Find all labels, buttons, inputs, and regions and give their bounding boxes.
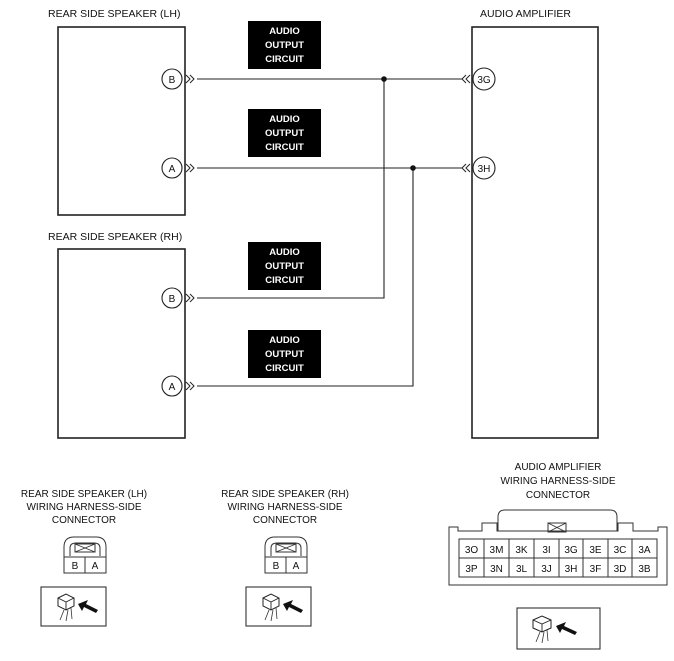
amp-connector-title-2: WIRING HARNESS-SIDE [500,476,615,487]
rh-connector-title-1: REAR SIDE SPEAKER (RH) [221,489,349,500]
pin-rh-a: A [161,375,183,397]
wire-rh-a [197,168,414,387]
svg-text:AUDIO: AUDIO [269,114,300,125]
wire-rh-b [197,79,385,299]
pin-amp-3h: 3H [472,156,496,180]
amplifier-box [471,26,599,439]
rh-connector-title-3: CONNECTOR [253,515,317,526]
svg-text:OUTPUT: OUTPUT [265,128,304,139]
rh-speaker-title: REAR SIDE SPEAKER (RH) [48,231,182,243]
svg-text:CIRCUIT: CIRCUIT [265,363,304,374]
audio-circuit-box-2: AUDIO OUTPUT CIRCUIT [248,109,321,157]
lh-cell-b: B [72,561,79,572]
amp-cell: 3M [490,545,504,556]
rh-cell-a: A [293,561,300,572]
amp-cell: 3H [565,564,578,575]
rh-connector-title-2: WIRING HARNESS-SIDE [227,502,342,513]
svg-text:AUDIO: AUDIO [269,247,300,258]
splice-3h [410,165,416,171]
svg-text:3G: 3G [477,75,491,86]
rh-speaker-box [57,248,186,439]
pin-lh-b: B [161,68,183,90]
amp-cell: 3B [638,564,651,575]
svg-text:A: A [169,382,176,393]
lh-speaker-title: REAR SIDE SPEAKER (LH) [48,8,180,20]
rh-cell-b: B [273,561,280,572]
amp-cell: 3C [614,545,627,556]
splice-3g [381,76,387,82]
svg-text:3H: 3H [478,164,491,175]
lh-connector-title-2: WIRING HARNESS-SIDE [26,502,141,513]
svg-text:B: B [169,294,176,305]
amp-cell: 3A [638,545,651,556]
lh-connector: REAR SIDE SPEAKER (LH) WIRING HARNESS-SI… [21,489,147,627]
amp-cell: 3P [465,564,478,575]
amp-cell: 3F [590,564,602,575]
lh-connector-title-3: CONNECTOR [52,515,116,526]
lh-connector-title-1: REAR SIDE SPEAKER (LH) [21,489,147,500]
svg-text:CIRCUIT: CIRCUIT [265,275,304,286]
svg-text:AUDIO: AUDIO [269,26,300,37]
pin-lh-a: A [161,157,183,179]
lh-cell-a: A [92,561,99,572]
amp-connector: AUDIO AMPLIFIER WIRING HARNESS-SIDE CONN… [448,462,668,650]
amp-cell: 3O [465,545,479,556]
audio-circuit-box-4: AUDIO OUTPUT CIRCUIT [248,330,321,378]
amplifier-title: AUDIO AMPLIFIER [480,8,571,20]
lh-speaker-box [57,26,186,216]
audio-circuit-box-1: AUDIO OUTPUT CIRCUIT [248,21,321,69]
svg-text:A: A [169,164,176,175]
amp-cell: 3I [542,545,550,556]
svg-text:CIRCUIT: CIRCUIT [265,142,304,153]
amp-cell: 3K [515,545,528,556]
svg-text:B: B [169,75,176,86]
pin-rh-b: B [161,287,183,309]
pin-amp-3g: 3G [472,67,496,91]
wires [197,76,462,387]
amp-cell: 3G [564,545,578,556]
audio-circuit-box-3: AUDIO OUTPUT CIRCUIT [248,242,321,290]
rh-connector: REAR SIDE SPEAKER (RH) WIRING HARNESS-SI… [221,489,349,627]
amp-connector-title-3: CONNECTOR [526,490,590,501]
amp-connector-title-1: AUDIO AMPLIFIER [515,462,602,473]
amp-cell: 3D [614,564,627,575]
svg-text:AUDIO: AUDIO [269,335,300,346]
amp-cell: 3N [490,564,503,575]
svg-text:OUTPUT: OUTPUT [265,40,304,51]
svg-text:OUTPUT: OUTPUT [265,349,304,360]
amp-cell: 3L [516,564,528,575]
amp-cell: 3E [589,545,602,556]
amp-cell: 3J [541,564,552,575]
svg-text:CIRCUIT: CIRCUIT [265,54,304,65]
svg-text:OUTPUT: OUTPUT [265,261,304,272]
